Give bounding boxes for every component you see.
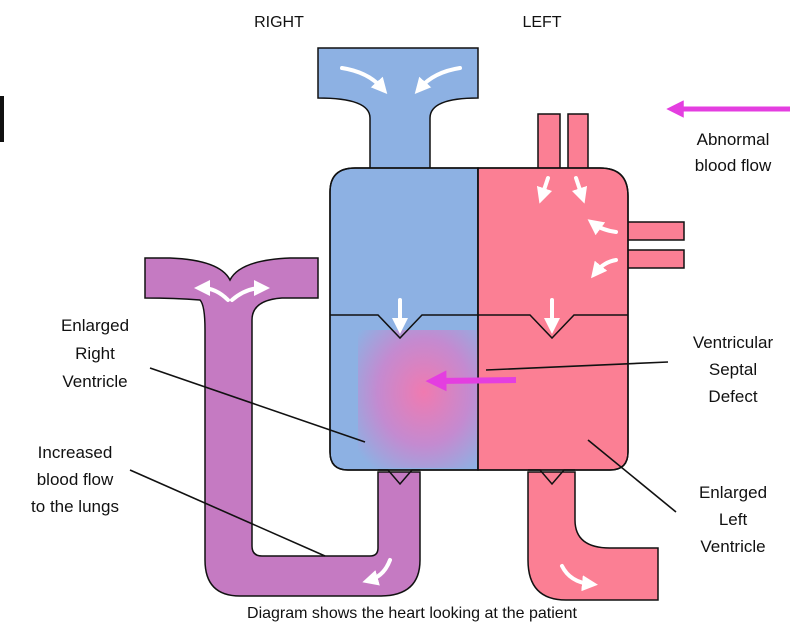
header-right: RIGHT xyxy=(254,14,304,31)
label-right-ventricle-line-2: Right xyxy=(75,344,115,363)
vsd-shunt-arrow xyxy=(436,380,516,381)
label-left-ventricle-line-1: Enlarged xyxy=(699,483,767,502)
pulmonary-vein-top-1 xyxy=(538,114,560,174)
label-increased-flow-line-1: Increased xyxy=(38,443,113,462)
mixed-blood-region xyxy=(358,330,478,468)
label-increased-flow-line-2: blood flow xyxy=(37,470,114,489)
label-vsd: Ventricular Septal Defect xyxy=(693,333,774,406)
pulmonary-vein-side-2 xyxy=(624,250,684,268)
diagram-caption: Diagram shows the heart looking at the p… xyxy=(247,605,578,622)
label-increased-flow-line-3: to the lungs xyxy=(31,497,119,516)
label-vsd-line-2: Septal xyxy=(709,360,757,379)
header-left: LEFT xyxy=(522,14,561,31)
aorta xyxy=(528,472,658,600)
pulmonary-vein-top-2 xyxy=(568,114,588,174)
label-vsd-line-1: Ventricular xyxy=(693,333,774,352)
legend-line-1: Abnormal xyxy=(697,130,770,149)
cropped-glyph xyxy=(0,96,4,142)
label-vsd-line-3: Defect xyxy=(708,387,757,406)
legend-line-2: blood flow xyxy=(695,156,772,175)
leader-left-ventricle xyxy=(588,440,676,512)
label-left-ventricle-line-2: Left xyxy=(719,510,748,529)
pulmonary-vein-side-1 xyxy=(624,222,684,240)
label-right-ventricle-line-3: Ventricle xyxy=(62,372,127,391)
label-left-ventricle: Enlarged Left Ventricle xyxy=(699,483,767,556)
label-right-ventricle: Enlarged Right Ventricle xyxy=(61,316,129,391)
label-increased-flow: Increased blood flow to the lungs xyxy=(31,443,119,516)
label-left-ventricle-line-3: Ventricle xyxy=(700,537,765,556)
label-right-ventricle-line-1: Enlarged xyxy=(61,316,129,335)
